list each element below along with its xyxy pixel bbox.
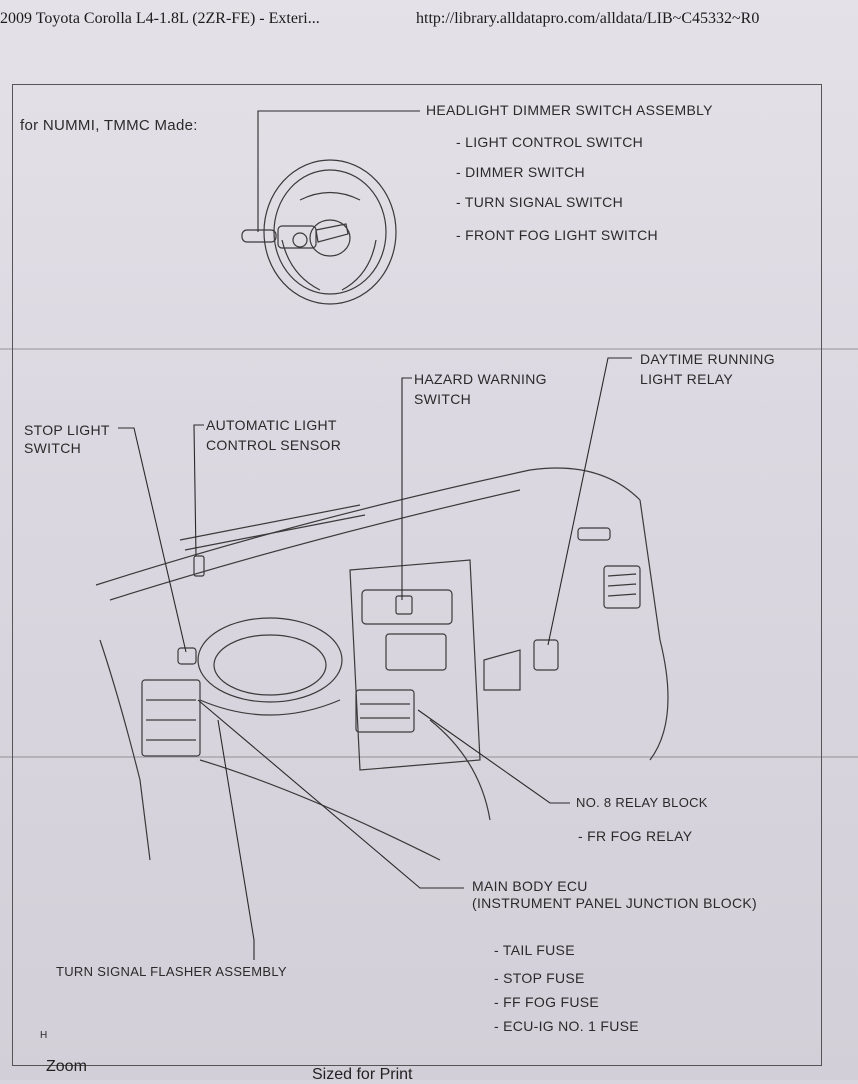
relay-block-label: NO. 8 RELAY BLOCK bbox=[576, 795, 708, 810]
leader-lines bbox=[118, 110, 632, 960]
hazard-switch-label-line1: HAZARD WARNING bbox=[414, 371, 547, 387]
ecu-ig-fuse-label: - ECU-IG NO. 1 FUSE bbox=[494, 1018, 639, 1034]
paper-fold bbox=[0, 756, 858, 758]
document-title: 2009 Toyota Corolla L4-1.8L (2ZR-FE) - E… bbox=[0, 10, 320, 27]
steering-wheel-illustration bbox=[241, 159, 397, 305]
headlight-assembly-label: HEADLIGHT DIMMER SWITCH ASSEMBLY bbox=[426, 102, 713, 118]
sized-for-print-link[interactable]: Sized for Print bbox=[312, 1066, 413, 1083]
daytime-relay-label-line1: DAYTIME RUNNING bbox=[640, 351, 775, 367]
daytime-relay-label-line2: LIGHT RELAY bbox=[640, 371, 734, 387]
dimmer-switch-label: - DIMMER SWITCH bbox=[456, 164, 585, 180]
hazard-switch-label-line2: SWITCH bbox=[414, 391, 472, 407]
turn-signal-switch-label: - TURN SIGNAL SWITCH bbox=[456, 194, 624, 210]
junction-block-label: (INSTRUMENT PANEL JUNCTION BLOCK) bbox=[472, 895, 757, 911]
diagram-frame bbox=[12, 84, 822, 1066]
document-url: http://library.alldatapro.com/alldata/LI… bbox=[416, 10, 760, 27]
stop-fuse-label: - STOP FUSE bbox=[494, 970, 585, 986]
manufacture-note: for NUMMI, TMMC Made: bbox=[20, 117, 198, 134]
zoom-link[interactable]: Zoom bbox=[46, 1058, 87, 1075]
light-control-switch-label: - LIGHT CONTROL SWITCH bbox=[456, 134, 644, 150]
fr-fog-relay-label: - FR FOG RELAY bbox=[578, 828, 693, 844]
front-fog-light-switch-label: - FRONT FOG LIGHT SWITCH bbox=[456, 227, 658, 243]
main-body-ecu-label: MAIN BODY ECU bbox=[472, 878, 588, 894]
page-header: 2009 Toyota Corolla L4-1.8L (2ZR-FE) - E… bbox=[0, 6, 858, 36]
stop-light-switch-label-line2: SWITCH bbox=[24, 440, 82, 456]
auto-light-sensor-label-line1: AUTOMATIC LIGHT bbox=[206, 417, 337, 433]
stop-light-switch-label-line1: STOP LIGHT bbox=[24, 422, 110, 438]
tail-fuse-label: - TAIL FUSE bbox=[494, 942, 575, 958]
corner-mark: H bbox=[40, 1030, 48, 1041]
auto-light-sensor-label-line2: CONTROL SENSOR bbox=[206, 437, 342, 453]
paper-fold bbox=[0, 348, 858, 350]
ff-fog-fuse-label: - FF FOG FUSE bbox=[494, 994, 600, 1010]
turn-flasher-label: TURN SIGNAL FLASHER ASSEMBLY bbox=[56, 964, 287, 979]
